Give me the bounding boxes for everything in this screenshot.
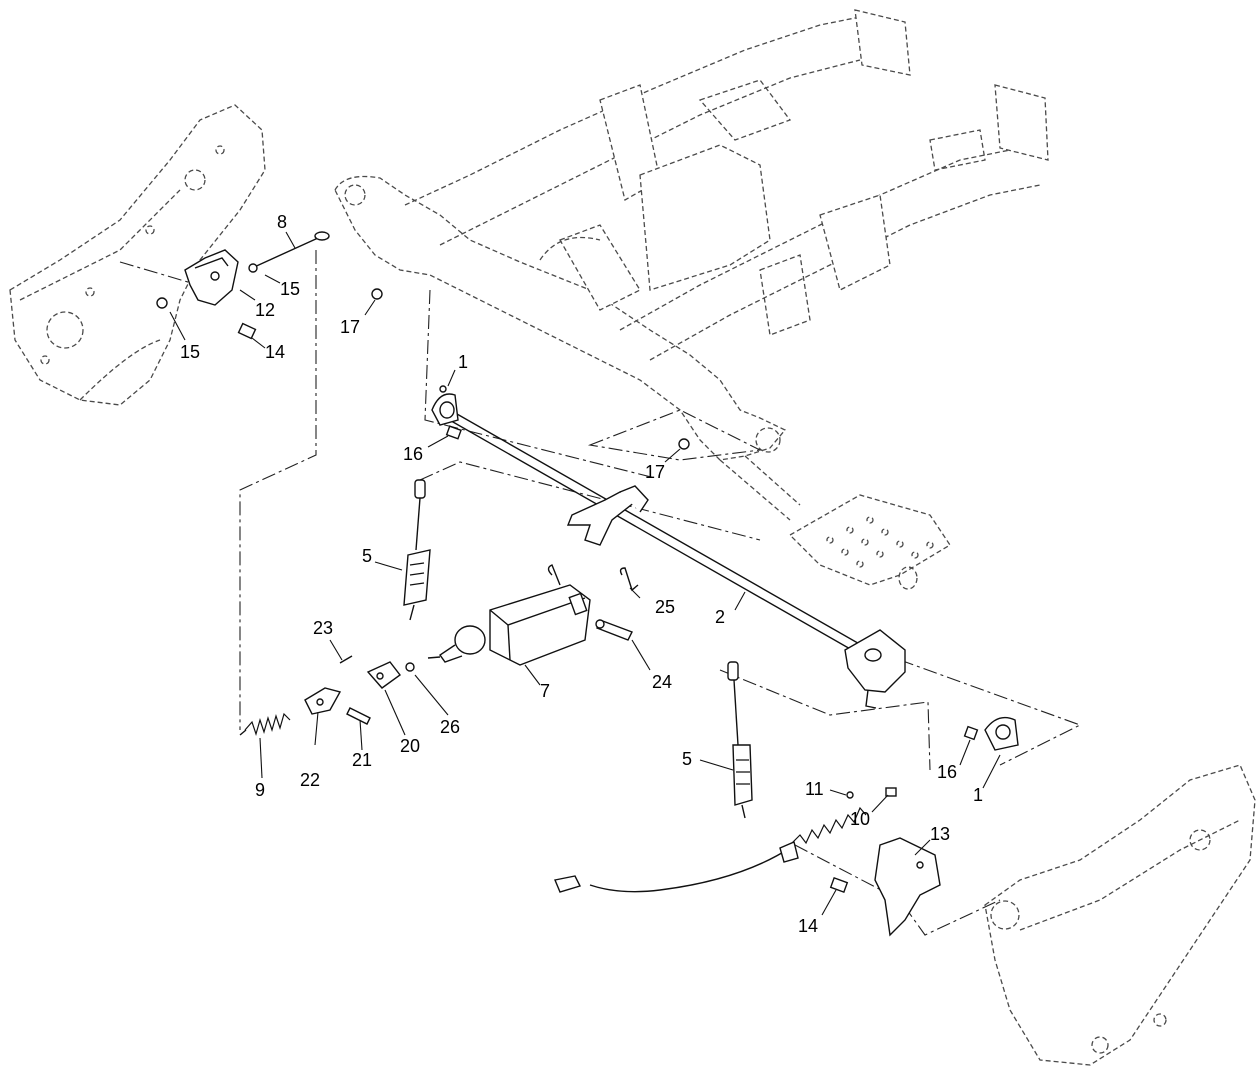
callout-14-lower: 14 (798, 916, 818, 936)
bracket-13 (874, 837, 941, 937)
nut-15-lower (156, 297, 168, 309)
callout-25: 25 (655, 597, 675, 617)
callout-11: 11 (805, 779, 824, 799)
bolt-16-right (963, 725, 979, 741)
callout-17-lower: 17 (645, 462, 665, 482)
bushing-right (984, 716, 1019, 751)
callout-26: 26 (440, 717, 460, 737)
nut-15-upper (248, 263, 258, 273)
left-axle-housing-ghost (9, 104, 266, 406)
rod-5-lower (727, 661, 753, 819)
callout-5-upper: 5 (362, 546, 372, 566)
callout-12: 12 (255, 300, 275, 320)
cable (554, 806, 867, 893)
callout-13: 13 (930, 824, 950, 844)
right-axle-housing-ghost (984, 764, 1256, 1066)
link-22 (304, 687, 342, 715)
clip-25 (619, 567, 639, 592)
pivot-shaft (445, 409, 906, 709)
callout-16-upper: 16 (403, 444, 423, 464)
callout-24: 24 (652, 672, 672, 692)
bolt-14-upper (237, 322, 257, 340)
washer-26 (405, 662, 415, 672)
callout-23: 23 (313, 618, 333, 638)
pin-24 (595, 619, 633, 641)
bolt-16-left (445, 425, 462, 440)
bracket-12 (184, 249, 239, 306)
rod-5-upper (403, 479, 431, 621)
clevis-20 (366, 661, 401, 689)
actuator-7 (427, 564, 591, 666)
callout-8: 8 (277, 212, 287, 232)
spring-9 (239, 712, 291, 737)
callout-14-upper: 14 (265, 342, 285, 362)
bolt-14-lower (829, 877, 849, 893)
pin-21 (346, 707, 371, 725)
callouts: 8 15 12 15 14 17 1 16 17 5 25 2 23 24 7 … (180, 212, 983, 936)
callout-5-lower: 5 (682, 749, 692, 769)
assembly-lines (119, 250, 1082, 936)
callout-15-upper: 15 (280, 279, 300, 299)
nut-17-upper (371, 288, 383, 300)
callout-17-upper: 17 (340, 317, 360, 337)
callout-16-lower: 16 (937, 762, 957, 782)
callout-20: 20 (400, 736, 420, 756)
leader-lines (169, 231, 1001, 916)
rod-8 (251, 231, 330, 269)
bushing-left (431, 385, 459, 426)
callout-2: 2 (715, 607, 725, 627)
callout-7: 7 (540, 681, 550, 701)
callout-10: 10 (850, 809, 870, 829)
pin-11 (846, 791, 854, 799)
callout-1-lower: 1 (973, 785, 983, 805)
pin-23 (339, 655, 353, 664)
callout-15-lower: 15 (180, 342, 200, 362)
callout-22: 22 (300, 770, 320, 790)
callout-9: 9 (255, 780, 265, 800)
nut-17-lower (678, 438, 690, 450)
bolt-10 (885, 787, 897, 797)
callout-1-upper: 1 (458, 352, 468, 372)
frame-ghost (334, 9, 1049, 590)
callout-21: 21 (352, 750, 372, 770)
